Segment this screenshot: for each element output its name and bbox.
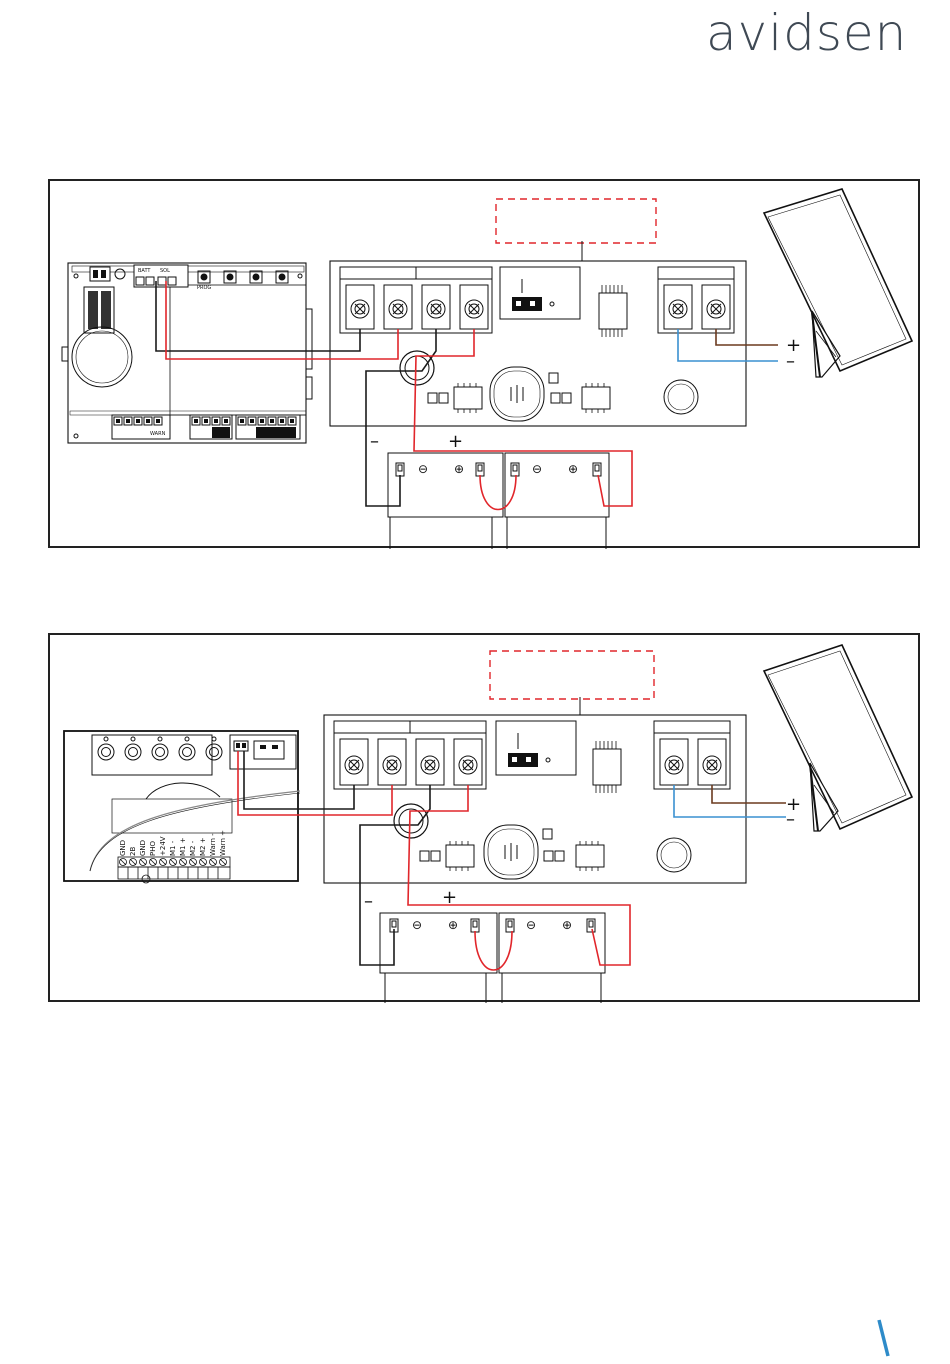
- battery-minus-symbol: ⊖: [412, 918, 422, 932]
- solar-charge-board: [330, 261, 746, 426]
- highlight-box: [496, 199, 656, 243]
- battery-plus-label: +: [442, 887, 457, 908]
- battery-minus-symbol: ⊖: [418, 462, 428, 476]
- battery-pack: ⊖ ⊕ ⊖ ⊕: [380, 913, 605, 1003]
- battery-minus-label: –: [370, 431, 379, 452]
- prog-label: PROG: [197, 285, 211, 291]
- terminal-label: GND: [119, 840, 127, 856]
- battery-pack: ⊖ ⊕ ⊖ ⊕: [388, 453, 609, 549]
- wiring-diagram-2: GND 2B GND PHO +24V M1 - M1 + M2 - M2 + …: [48, 633, 920, 1002]
- solar-charge-board: [324, 715, 746, 883]
- terminal-label: Warn +: [219, 830, 227, 856]
- battery-plus-symbol: ⊕: [454, 462, 464, 476]
- gate-control-board: GND 2B GND PHO +24V M1 - M1 + M2 - M2 + …: [64, 731, 300, 883]
- battery-plus-symbol: ⊕: [562, 918, 572, 932]
- wiring-diagram-1: BATT SOL PROG WARN: [48, 179, 920, 548]
- main-control-board: BATT SOL PROG WARN: [62, 263, 312, 443]
- terminal-label: M2 +: [199, 837, 207, 856]
- terminal-label: M1 +: [179, 837, 187, 856]
- sol-label: SOL: [160, 268, 170, 274]
- diagram-1-svg: BATT SOL PROG WARN: [50, 181, 922, 550]
- highlight-box: [490, 651, 654, 699]
- terminal-label: M2 -: [189, 840, 197, 856]
- terminal-label: Warn -: [209, 833, 217, 856]
- battery-minus-symbol: ⊖: [526, 918, 536, 932]
- batt-label: BATT: [138, 268, 151, 274]
- battery-minus-symbol: ⊖: [532, 462, 542, 476]
- battery-plus-symbol: ⊕: [568, 462, 578, 476]
- page-mark-icon: [876, 1318, 892, 1358]
- terminal-label: GND: [139, 840, 147, 856]
- battery-minus-label: –: [364, 891, 373, 912]
- terminal-label: M1 -: [169, 840, 177, 856]
- battery-plus-symbol: ⊕: [448, 918, 458, 932]
- terminal-label: 2B: [129, 847, 137, 856]
- battery-plus-label: +: [448, 431, 463, 452]
- diagram-2-svg: GND 2B GND PHO +24V M1 - M1 + M2 - M2 + …: [50, 635, 922, 1004]
- solar-minus-label: –: [786, 809, 795, 830]
- warn-label: WARN: [150, 431, 166, 437]
- terminal-label: PHO: [149, 841, 157, 856]
- brand-logo: avidsen: [706, 4, 907, 62]
- solar-minus-label: –: [786, 351, 795, 372]
- terminal-label: +24V: [159, 836, 167, 856]
